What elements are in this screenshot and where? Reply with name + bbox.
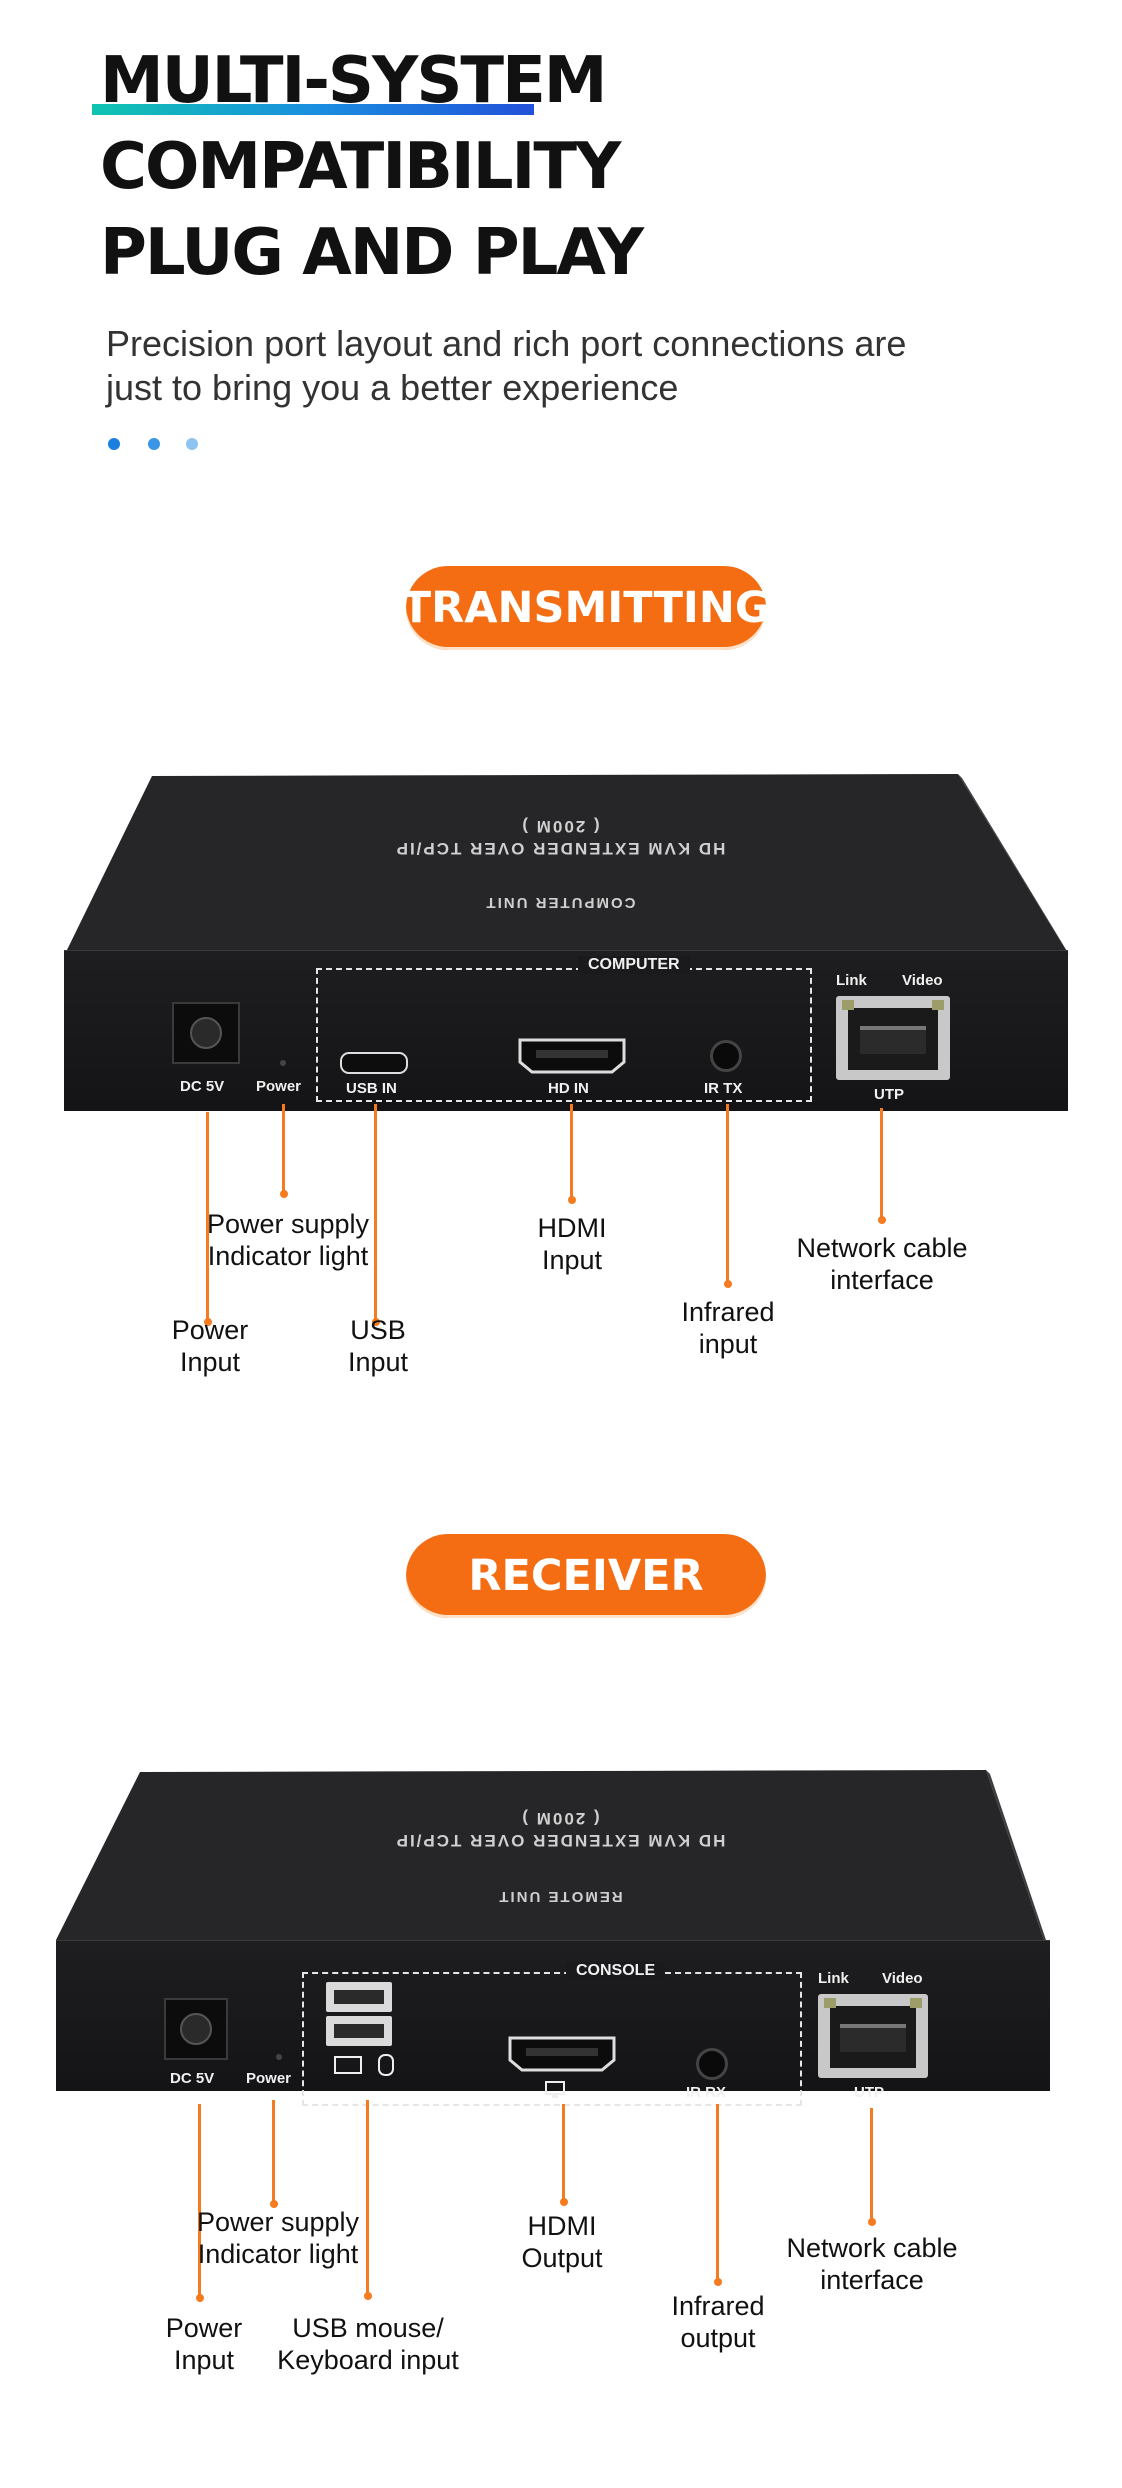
usb-a-port-top: [326, 1982, 392, 2012]
console-port-group: [302, 1972, 802, 2106]
callout-dot-usb-rx: [364, 2292, 372, 2300]
callout-dot-usb: [372, 1318, 380, 1326]
power-port-label: Power: [256, 1078, 302, 1095]
computer-port-group: [316, 968, 812, 1102]
callout-line-hdmi-rx: [562, 2104, 565, 2202]
callout-infrared-output: Infrared output: [671, 2291, 765, 2353]
callout-power-supply-tx: Power supply Indicator light: [206, 1209, 370, 1271]
callout-dot-power-led: [280, 1190, 288, 1198]
callout-usb-keyboard: USB mouse/ Keyboard input: [277, 2313, 459, 2375]
video-led-label: Video: [902, 972, 943, 989]
utp-port-label: UTP: [874, 1086, 904, 1103]
callout-network-rx: Network cable interface: [786, 2233, 958, 2295]
link-led-label-rx: Link: [818, 1970, 849, 1987]
carousel-dot-1[interactable]: [108, 438, 120, 450]
dc-jack-port: [172, 1002, 240, 1064]
receiver-top-text-3: REMOTE UNIT: [497, 1888, 623, 1905]
transmitter-device-image: HD KVM EXTENDER OVER TCP/IP ( 200M ) COM…: [0, 770, 1122, 1130]
keyboard-icon: [334, 2056, 362, 2074]
callout-line-power-led: [282, 1104, 285, 1194]
callout-infrared-input: Infrared input: [681, 1297, 775, 1359]
receiver-device-image: HD KVM EXTENDER OVER TCP/IP ( 200M ) REM…: [0, 1764, 1122, 2124]
callout-dot-ir-rx: [714, 2278, 722, 2286]
dc-port-label-rx: DC 5V: [170, 2070, 215, 2087]
power-led: [280, 1060, 286, 1066]
utp-port-label-rx: UTP: [854, 2084, 884, 2101]
subtitle-line-2: just to bring you a better experience: [106, 367, 679, 408]
callout-dot-power-input-rx: [196, 2294, 204, 2302]
callout-line-ir: [726, 1104, 729, 1284]
callout-dot-hdmi: [568, 1196, 576, 1204]
hdmi-port-rx: [508, 2036, 616, 2072]
callout-line-power-input-rx: [198, 2104, 201, 2298]
callout-network-tx: Network cable interface: [796, 1233, 968, 1295]
hdmi-port-label: HD IN: [548, 1080, 589, 1097]
callout-power-input-rx: Power Input: [165, 2313, 243, 2375]
usb-port-label: USB IN: [346, 1080, 397, 1097]
ir-jack: [710, 1040, 742, 1072]
callout-power-input-tx: Power Input: [171, 1315, 249, 1377]
dc-port-label: DC 5V: [180, 1078, 225, 1095]
page-title-line-3: PLUG AND PLAY: [100, 216, 644, 290]
page-title-line-1: MULTI-SYSTEM: [100, 44, 607, 118]
carousel-dot-2[interactable]: [148, 438, 160, 450]
callout-power-supply-rx: Power supply Indicator light: [196, 2207, 360, 2269]
callout-line-ir-rx: [716, 2104, 719, 2282]
transmitter-top-text-2: ( 200M ): [520, 817, 600, 836]
subtitle-line-1: Precision port layout and rich port conn…: [106, 323, 907, 364]
callout-line-hdmi: [570, 1104, 573, 1200]
console-group-label: CONSOLE: [566, 1962, 666, 1980]
dc-jack-port-rx: [164, 1998, 228, 2060]
callout-dot-power-led-rx: [270, 2200, 278, 2208]
usb-a-port-bottom: [326, 2016, 392, 2046]
callout-usb-input: USB Input: [347, 1315, 409, 1377]
callout-dot-network-rx: [868, 2218, 876, 2226]
link-led-label: Link: [836, 972, 867, 989]
monitor-icon: [545, 2081, 565, 2098]
receiver-top-text-1: HD KVM EXTENDER OVER TCP/IP: [394, 1831, 726, 1850]
page-title-line-2: COMPATIBILITY: [100, 130, 621, 204]
callout-hdmi-output: HDMI Output: [521, 2211, 603, 2273]
transmitting-badge: TRANSMITTING: [402, 566, 770, 650]
title-gradient-underline: [92, 104, 534, 115]
receiver-top-face: [56, 1770, 1048, 1946]
receiver-badge: RECEIVER: [406, 1534, 766, 1618]
callout-dot-ir: [724, 1280, 732, 1288]
callout-line-power-led-rx: [272, 2100, 275, 2204]
page-subtitle: Precision port layout and rich port conn…: [106, 322, 1006, 410]
callout-hdmi-input: HDMI Input: [537, 1213, 607, 1275]
ir-jack-rx: [696, 2048, 728, 2080]
power-led-rx: [276, 2054, 282, 2060]
callout-dot-power-input: [204, 1318, 212, 1326]
receiver-top-text-2: ( 200M ): [520, 1809, 600, 1828]
callout-line-usb: [374, 1104, 377, 1322]
power-port-label-rx: Power: [246, 2070, 292, 2087]
rj45-port-rx: [818, 1994, 928, 2078]
ir-port-label-rx: IR RX: [686, 2084, 727, 2101]
video-led-label-rx: Video: [882, 1970, 923, 1987]
computer-group-label: COMPUTER: [578, 956, 690, 974]
transmitter-top-text-3: COMPUTER UNIT: [484, 894, 636, 911]
transmitter-top-text-1: HD KVM EXTENDER OVER TCP/IP: [394, 839, 726, 858]
callout-dot-hdmi-rx: [560, 2198, 568, 2206]
callout-line-network-rx: [870, 2108, 873, 2222]
callout-line-power-input: [206, 1112, 209, 1322]
hdmi-port: [518, 1038, 626, 1074]
callout-line-network: [880, 1108, 883, 1220]
mouse-icon: [378, 2054, 394, 2076]
transmitter-top-face: [66, 774, 1070, 956]
ir-port-label: IR TX: [704, 1080, 743, 1097]
usb-c-port: [340, 1052, 408, 1074]
carousel-dot-3[interactable]: [186, 438, 198, 450]
callout-dot-network: [878, 1216, 886, 1224]
callout-line-usb-rx: [366, 2100, 369, 2294]
rj45-port: [836, 996, 950, 1080]
